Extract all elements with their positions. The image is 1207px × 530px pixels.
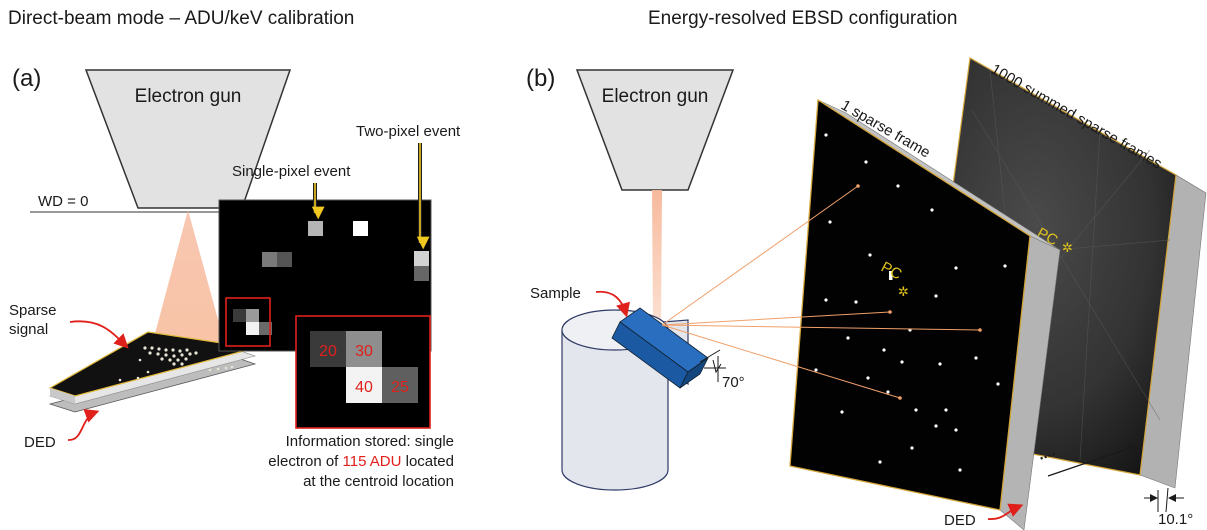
panel-b-label: (b) — [526, 65, 555, 92]
two-pixel-event-label: Two-pixel event — [356, 123, 461, 140]
inset-cell-30 — [346, 331, 382, 367]
info-line-3: at the centroid location — [303, 473, 454, 490]
pc-marker-summed: ✲ — [1062, 241, 1073, 256]
inset-cells: 20 30 40 25 — [310, 331, 418, 403]
single-pixel-event-label: Single-pixel event — [232, 163, 351, 180]
pc-bright-pixel — [889, 271, 893, 280]
sample-label: Sample — [530, 285, 581, 302]
sparse-signal-label-1: Sparse — [9, 302, 57, 319]
detector-angle-marker — [1144, 487, 1184, 513]
sample — [611, 307, 709, 389]
inset-cell-20 — [310, 331, 346, 367]
pixel-events — [233, 221, 429, 335]
pc-marker-sparse: ✲ — [898, 285, 909, 300]
inset-cell-25 — [382, 367, 418, 403]
ded-arrow-b — [987, 503, 1024, 520]
wd-label: WD = 0 — [38, 193, 88, 210]
info-line-2-pre: electron of — [268, 453, 342, 470]
inset-value-4: 25 — [391, 379, 409, 396]
accumulation-ellipsis: .... — [1036, 442, 1057, 463]
inset-value-2: 30 — [355, 343, 373, 360]
electron-beam-b — [652, 190, 662, 325]
electron-gun-b-label: Electron gun — [602, 86, 709, 107]
tilt-angle-marker — [699, 349, 726, 382]
backscatter-rays — [661, 185, 981, 399]
title-right: Energy-resolved EBSD configuration — [648, 8, 957, 29]
electron-gun-b — [575, 69, 735, 191]
info-line-2-adu: 115 ADU — [343, 453, 402, 470]
ded-plate-corner — [50, 388, 75, 404]
sparse-frame — [789, 98, 1061, 530]
ded-arrow-a — [67, 409, 100, 441]
sparse-signal-dots — [118, 346, 234, 382]
sparse-frame-events — [814, 133, 1007, 472]
sparse-signal-label-2: signal — [9, 321, 48, 338]
ded-label-a: DED — [24, 434, 56, 451]
title-left: Direct-beam mode – ADU/keV calibration — [8, 8, 354, 29]
info-line-2-post: located — [401, 453, 454, 470]
accumulation-arrow — [1047, 443, 1139, 477]
ray-endpoints — [856, 184, 982, 400]
info-line-2: electron of 115 ADU located — [268, 453, 454, 470]
electron-beam-a — [152, 210, 225, 345]
electron-gun-a-label: Electron gun — [135, 86, 242, 107]
info-line-1: Information stored: single — [286, 433, 454, 450]
sample-arrow — [595, 290, 630, 318]
panel-a-label: (a) — [12, 65, 41, 92]
selected-cluster-box — [225, 297, 271, 347]
inset-cell-40 — [346, 367, 382, 403]
inset-value-3: 40 — [355, 379, 373, 396]
ded-label-b: DED — [944, 512, 976, 529]
detector-angle-label: 10.1° — [1158, 511, 1193, 528]
sparse-signal-arrow — [69, 320, 129, 349]
tilt-angle-label: 70° — [722, 374, 745, 391]
inset-value-1: 20 — [319, 343, 337, 360]
